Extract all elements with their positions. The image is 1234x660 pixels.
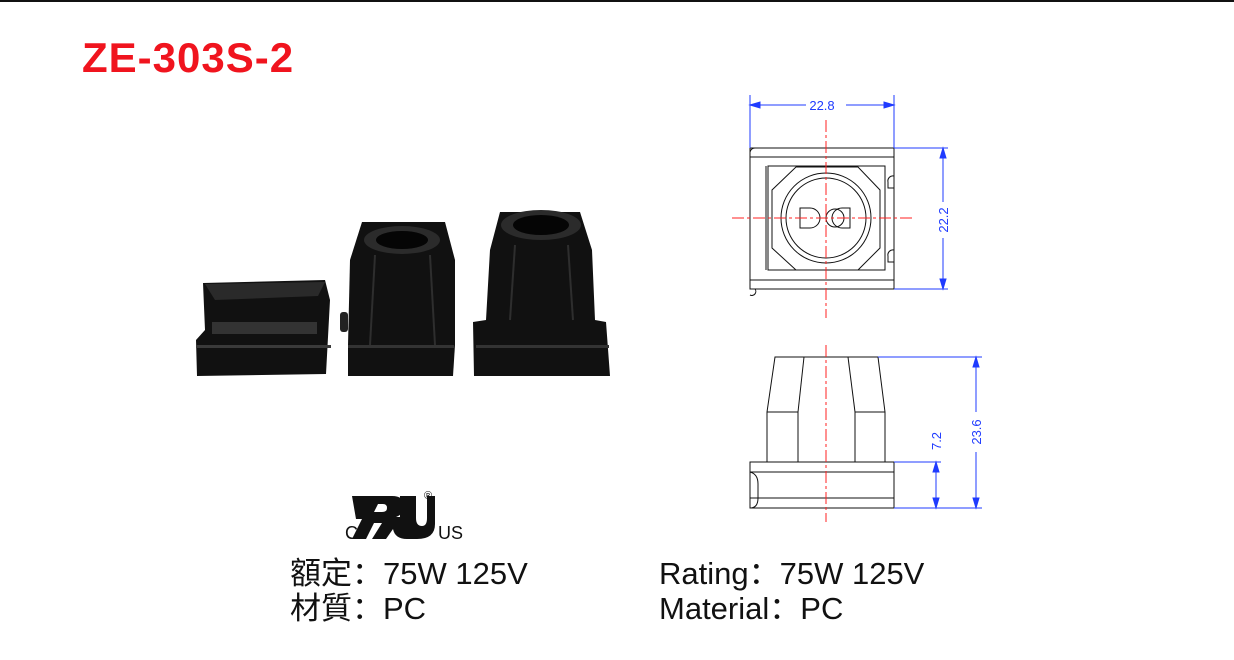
ul-us-mark: US [438, 523, 464, 543]
spec-cn-material: 材質：PC [290, 591, 426, 627]
top-view-dimensions [748, 95, 948, 291]
ul-c-mark: C [345, 523, 358, 543]
rating-label-en: Rating： [659, 556, 780, 591]
dimension-width: 22.8 [809, 98, 834, 113]
ul-logo [352, 496, 435, 539]
part-holder-right [473, 210, 610, 376]
rating-label-cn: 額定： [290, 556, 383, 592]
spec-cn-rating: 額定：75W 125V [290, 556, 528, 592]
top-view-drawing [749, 147, 895, 296]
spec-en-material: Material：PC [659, 591, 843, 627]
dimension-base-height: 7.2 [929, 432, 944, 450]
top-view-centerlines [732, 120, 912, 318]
side-view-drawing [749, 356, 895, 509]
dimension-height: 23.6 [969, 419, 984, 444]
material-label-cn: 材質： [290, 591, 383, 627]
material-label-en: Material： [659, 591, 801, 626]
ul-registered-mark: ® [424, 490, 433, 502]
spec-en-rating: Rating：75W 125V [659, 556, 924, 592]
rating-value-cn: 75W 125V [383, 556, 528, 591]
top-border [0, 0, 1234, 2]
part-holder-left [340, 222, 455, 376]
rating-value-en: 75W 125V [779, 556, 925, 591]
product-title: ZE-303S-2 [82, 34, 295, 81]
dimension-depth: 22.2 [936, 207, 951, 232]
material-value-cn: PC [383, 591, 427, 626]
side-view-dimensions [878, 355, 982, 510]
part-cover [196, 280, 331, 376]
product-photo [196, 210, 610, 376]
material-value-en: PC [800, 591, 844, 626]
